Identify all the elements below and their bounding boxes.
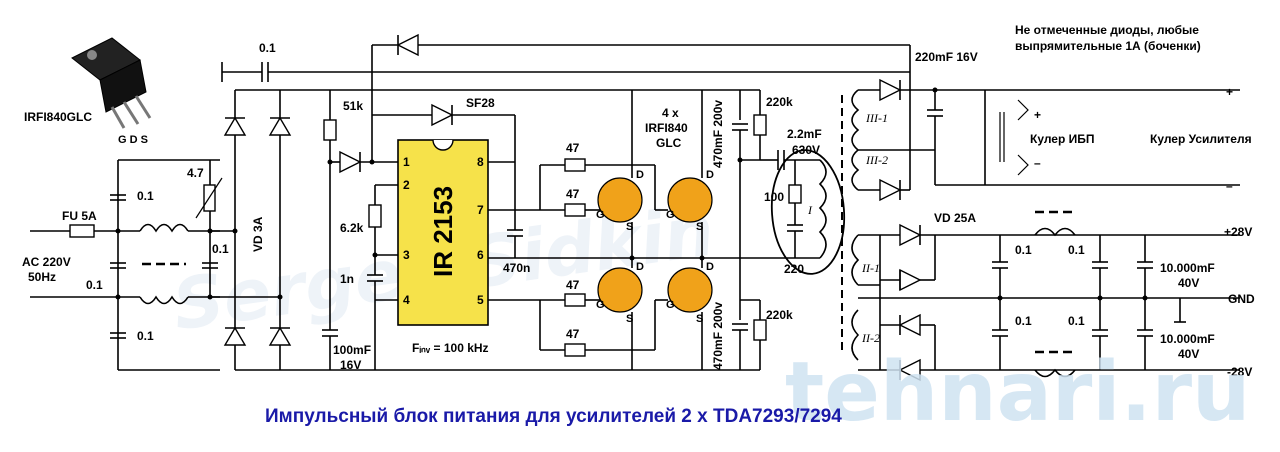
note-line-1: Не отмеченные диоды, любые <box>1015 23 1199 37</box>
winding-primary: I <box>807 203 813 217</box>
gnd-label: GND <box>1228 292 1255 306</box>
r51k-label: 51k <box>343 99 363 113</box>
thermistor-label: 4.7 <box>187 166 204 180</box>
c10000-2a-label: 10.000mF <box>1160 332 1215 346</box>
ic-name: IR 2153 <box>428 186 458 277</box>
r62k-label: 6.2k <box>340 221 364 235</box>
svg-text:S: S <box>626 221 633 233</box>
winding-3a: III-1 <box>865 111 888 125</box>
hv-caps <box>732 89 775 371</box>
r47-4-label: 47 <box>566 327 580 341</box>
c10000-1a-label: 10.000mF <box>1160 261 1215 275</box>
ic-pin6: 6 <box>477 248 484 262</box>
c630v-label: 630V <box>792 143 820 157</box>
c10000-1b-label: 40V <box>1178 276 1199 290</box>
fets-label-1: 4 x <box>662 106 679 120</box>
c22mf-label: 2.2mF <box>787 127 822 141</box>
fets-label-2: IRFI840 <box>645 121 688 135</box>
r47-1-label: 47 <box>566 141 580 155</box>
ic-pin2: 2 <box>403 178 410 192</box>
c100mf-label-2: 16V <box>340 358 361 372</box>
svg-text:G: G <box>596 209 605 221</box>
transistor-name: IRFI840GLC <box>24 110 92 124</box>
svg-text:D: D <box>706 261 714 273</box>
hand-drawn-circle <box>770 149 846 275</box>
svg-text:G: G <box>596 299 605 311</box>
ic-pin4: 4 <box>403 293 410 307</box>
ac-label-1: AC 220V <box>22 255 71 269</box>
fuse <box>69 224 95 238</box>
transistor-pins: G D S <box>118 134 148 146</box>
r220k-bot-label: 220k <box>766 308 793 322</box>
secondary-cooler <box>851 78 1240 202</box>
v-pos28-label: +28V <box>1224 225 1252 239</box>
cap-o4-label: 0.1 <box>1068 314 1085 328</box>
mosfet-bridge: D D G G S S D D G G S S <box>539 90 714 370</box>
out-plus-2: + <box>1226 85 1233 99</box>
cap-top-label: 0.1 <box>259 41 276 55</box>
vd25-label: VD 25A <box>934 211 976 225</box>
sf28-label: SF28 <box>466 96 495 110</box>
cap-o3-label: 0.1 <box>1015 314 1032 328</box>
c1n-label: 1n <box>340 272 354 286</box>
input-section <box>30 159 280 371</box>
ic-pin8: 8 <box>477 155 484 169</box>
cooler-ups-label: Кулер ИБП <box>1030 132 1095 146</box>
winding-3b: III-2 <box>865 153 888 167</box>
ac-label-2: 50Hz <box>28 270 56 284</box>
cap-o1-label: 0.1 <box>1015 243 1032 257</box>
winding-2b: II-2 <box>861 331 880 345</box>
cap-in-1-label: 0.1 <box>137 189 154 203</box>
svg-text:D: D <box>636 261 644 273</box>
bridge-label: VD 3A <box>251 216 265 252</box>
cap-mid-label: 0.1 <box>212 242 229 256</box>
fuse-label: FU 5A <box>62 209 97 223</box>
r220-label: 220 <box>784 262 804 276</box>
c10000-2b-label: 40V <box>1178 347 1199 361</box>
c470mf-top-label: 470mF 200v <box>711 100 725 168</box>
c100mf-label-1: 100mF <box>333 343 371 357</box>
v-neg28-label: -28V <box>1227 365 1252 379</box>
svg-text:G: G <box>666 209 675 221</box>
svg-text:S: S <box>696 313 703 325</box>
svg-text:S: S <box>626 313 633 325</box>
secondary-main <box>851 210 1240 382</box>
svg-text:D: D <box>706 169 714 181</box>
ic-pin1: 1 <box>403 155 410 169</box>
site-watermark: tehnari.ru <box>785 345 1250 440</box>
fosc-label: Fᵢₙᵥ = 100 kHz <box>412 341 489 355</box>
transistor-pictogram <box>71 37 152 129</box>
out-minus-2: – <box>1226 179 1233 193</box>
primary-section <box>770 95 846 355</box>
r100-label: 100 <box>764 190 784 204</box>
c470mf-bot-label: 470mF 200v <box>711 302 725 370</box>
r47-2-label: 47 <box>566 187 580 201</box>
svg-text:G: G <box>666 299 675 311</box>
ic-pin5: 5 <box>477 293 484 307</box>
r47-3-label: 47 <box>566 278 580 292</box>
fets-label-3: GLC <box>656 136 682 150</box>
c470n-label: 470n <box>503 261 530 275</box>
out-minus-1: – <box>1034 156 1041 170</box>
out-plus-1: + <box>1034 108 1041 122</box>
ir2153-chip <box>397 139 489 326</box>
winding-2a: II-1 <box>861 261 880 275</box>
c-out-label: 220mF 16V <box>915 50 978 64</box>
cooler-amp-label: Кулер Усилителя <box>1150 132 1252 146</box>
bridge-rectifier <box>223 89 330 371</box>
controller-section <box>322 33 911 371</box>
cap-in-2-label: 0.1 <box>86 278 103 292</box>
page-title: Импульсный блок питания для усилителей 2… <box>265 406 842 427</box>
svg-text:D: D <box>636 169 644 181</box>
ic-pin7: 7 <box>477 203 484 217</box>
cap-in-3-label: 0.1 <box>137 329 154 343</box>
ic-pin3: 3 <box>403 248 410 262</box>
r220k-top-label: 220k <box>766 95 793 109</box>
cap-o2-label: 0.1 <box>1068 243 1085 257</box>
svg-text:S: S <box>696 221 703 233</box>
note-line-2: выпрямительные 1А (боченки) <box>1015 39 1201 53</box>
